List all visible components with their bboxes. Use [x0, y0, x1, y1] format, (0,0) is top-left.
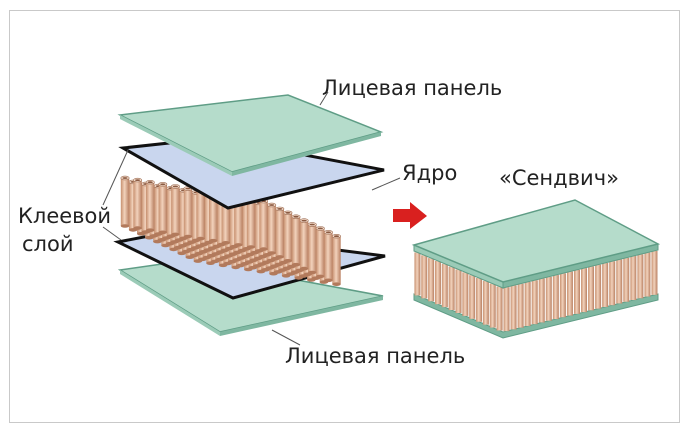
sandwich-core-cell	[616, 259, 623, 304]
core-cell	[145, 180, 155, 232]
sandwich-core-cell	[559, 273, 566, 318]
core-cell	[331, 234, 341, 287]
sandwich-core-cell	[503, 287, 510, 332]
core-cell	[196, 188, 206, 241]
leader-adhesive-lower	[102, 226, 122, 241]
sandwich-core-cell	[644, 252, 651, 297]
core-cell	[120, 175, 130, 228]
sandwich-core-cell	[651, 250, 658, 295]
core-cell	[183, 186, 193, 239]
adhesive-layer-label-line2: слой	[22, 232, 74, 256]
sandwich-core-cell	[595, 264, 602, 309]
core-cell	[315, 226, 325, 279]
leader-core	[371, 177, 401, 191]
assembled-sandwich-panel	[411, 199, 661, 339]
sandwich-core-cell	[462, 272, 469, 316]
leader-bottom-panel	[271, 329, 301, 346]
sandwich-core-cell	[482, 280, 489, 325]
sandwich-core-cell	[623, 257, 630, 302]
sandwich-core-cell	[524, 281, 531, 326]
leader-lines	[102, 91, 401, 346]
core-cell	[299, 218, 309, 271]
sandwich-core	[414, 250, 658, 332]
sandwich-core-cell	[448, 266, 455, 311]
core-cell	[158, 182, 168, 235]
core-cell	[133, 177, 143, 230]
sandwich-core-cell	[434, 260, 441, 305]
sandwich-core-cell	[566, 271, 573, 316]
sandwich-core-cell	[510, 285, 517, 330]
top-face-panel-label: Лицевая панель	[322, 76, 503, 100]
core-cell	[170, 184, 180, 237]
core-cell	[291, 214, 301, 267]
core-cell	[323, 230, 333, 283]
sandwich-core-cell	[414, 252, 421, 296]
sandwich-core-cell	[428, 258, 435, 302]
sandwich-core-cell	[538, 278, 545, 323]
sandwich-core-cell	[476, 278, 483, 322]
right-arrow-icon	[393, 202, 427, 229]
sandwich-label: «Сендвич»	[499, 166, 619, 190]
sandwich-core-cell	[545, 276, 552, 321]
sandwich-core-cell	[455, 269, 462, 313]
bottom-face-panel-label: Лицевая панель	[285, 344, 466, 368]
sandwich-core-cell	[441, 263, 448, 308]
core-cell	[246, 196, 256, 249]
sandwich-core-cell	[609, 261, 616, 306]
sandwich-core-cell	[602, 262, 609, 307]
sandwich-core-cell	[469, 275, 476, 319]
adhesive-layer-label-line1: Клеевой	[18, 204, 112, 228]
sandwich-core-cell	[573, 269, 580, 314]
core-cell	[275, 206, 285, 259]
sandwich-core-cell	[517, 283, 524, 328]
sandwich-core-cell	[496, 286, 503, 331]
leader-top-panel	[319, 91, 329, 106]
sandwich-core-cell	[581, 268, 588, 313]
core-cell	[307, 222, 317, 275]
sandwich-core-cell	[421, 255, 428, 299]
sandwich-core-cell	[630, 256, 637, 301]
sandwich-core-cell	[588, 266, 595, 311]
sandwich-core-cell	[637, 254, 644, 299]
leader-adhesive-upper	[102, 149, 129, 206]
sandwich-core-cell	[552, 275, 559, 320]
sandwich-core-cell	[531, 280, 538, 325]
top-face-panel	[117, 94, 384, 176]
core-cell	[283, 210, 293, 263]
core-cell	[267, 202, 277, 255]
core-cell	[259, 198, 269, 251]
core-label: Ядро	[402, 161, 458, 185]
sandwich-core-cell	[489, 283, 496, 328]
